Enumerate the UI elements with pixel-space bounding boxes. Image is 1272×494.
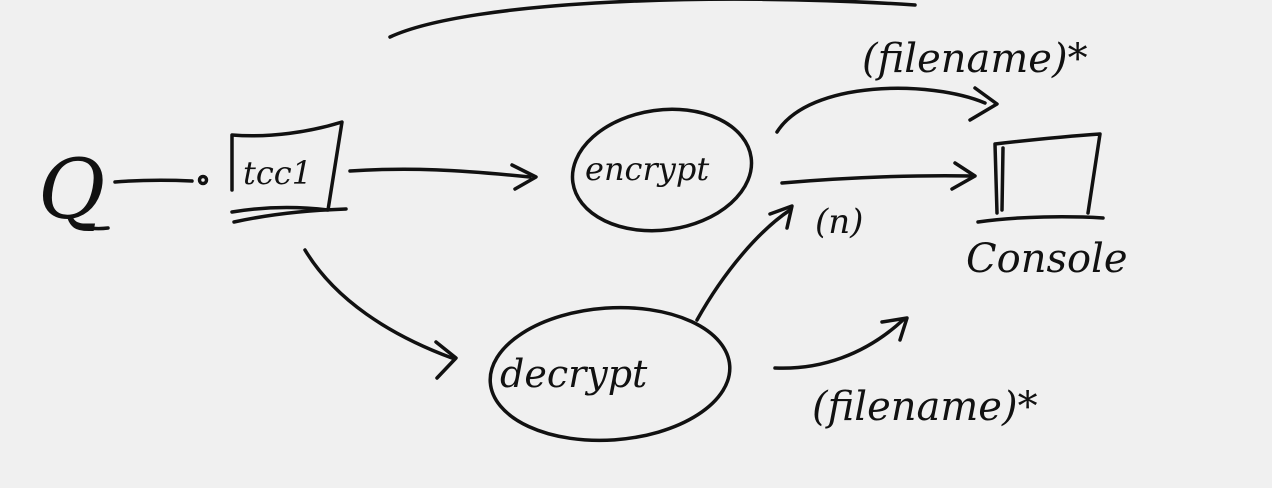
filename-bottom-label: (filename)* — [812, 384, 1038, 430]
edge-decrypt-to-console-head — [768, 204, 794, 230]
console-box-base — [976, 215, 1105, 224]
decrypt-node — [488, 305, 732, 443]
encrypt-label: encrypt — [585, 150, 709, 188]
edge-user-to-tool-node — [197, 174, 209, 186]
edge-encrypt-to-filename — [775, 86, 987, 134]
console-label: Console — [966, 236, 1128, 282]
user-glyph: Q — [38, 143, 105, 238]
edge-decrypt-to-console — [695, 208, 792, 322]
filename-top-label: (filename)* — [862, 36, 1088, 82]
edge-tool-to-encrypt-head — [510, 163, 538, 191]
console-box — [993, 132, 1102, 215]
bottom-strip — [0, 488, 1272, 494]
edge-decrypt-to-filename — [773, 318, 905, 370]
tool-box-base — [232, 207, 348, 224]
n-label: (n) — [815, 202, 863, 242]
edge-tool-to-encrypt — [348, 167, 532, 179]
console-box-inner — [1000, 146, 1005, 212]
edge-encrypt-to-filename-head — [968, 86, 999, 122]
edge-encrypt-to-console — [780, 174, 974, 185]
tool-box — [230, 120, 344, 214]
decrypt-label: decrypt — [500, 352, 648, 396]
edge-user-to-tool — [113, 178, 194, 184]
edge-encrypt-to-console-head — [950, 161, 977, 191]
tool-label: tcc1 — [243, 154, 312, 192]
top-edge-stroke — [388, 0, 917, 39]
edge-tool-to-decrypt — [303, 248, 454, 360]
encrypt-node — [570, 107, 754, 233]
edge-decrypt-to-filename-head — [880, 316, 909, 342]
edge-tool-to-decrypt-head — [434, 340, 458, 380]
user-glyph-underline — [76, 224, 110, 231]
